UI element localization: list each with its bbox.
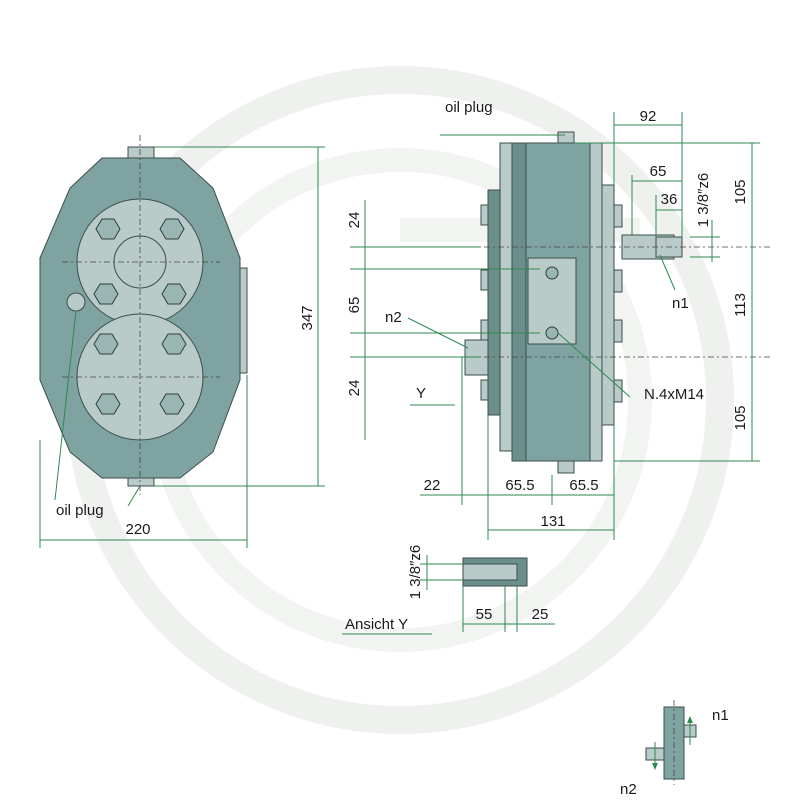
dim-105-top: 105 <box>732 179 749 204</box>
dim-65-top: 65 <box>650 163 667 180</box>
dim-24-top: 24 <box>346 212 363 229</box>
dim-347: 347 <box>299 305 316 330</box>
rotation-direction-icon <box>645 700 697 785</box>
dim-92: 92 <box>640 108 657 125</box>
oil-plug-marker <box>66 292 86 312</box>
dim-113: 113 <box>732 293 749 317</box>
label-thread: N.4xM14 <box>644 386 704 403</box>
shaft-spec-view: 1 3/8″z6 <box>407 545 424 600</box>
front-bolts <box>93 218 187 415</box>
shaft-spec-side: 1 3/8″z6 <box>695 173 712 228</box>
top-oil-plug <box>127 146 155 160</box>
front-dimensions <box>39 146 325 548</box>
oil-plug-label-top: oil plug <box>445 99 493 116</box>
side-flange <box>239 267 248 374</box>
icon-label-n2: n2 <box>620 781 637 798</box>
label-view-y: Y <box>416 385 426 402</box>
label-n2: n2 <box>385 309 402 326</box>
side-view <box>464 131 770 474</box>
dim-55: 55 <box>476 606 493 623</box>
label-n1: n1 <box>672 295 689 312</box>
dim-65-left: 65 <box>346 297 363 314</box>
dim-22: 22 <box>424 477 441 494</box>
dim-24-bottom: 24 <box>346 380 363 397</box>
dim-25: 25 <box>532 606 549 623</box>
dim-36: 36 <box>661 191 678 208</box>
front-view <box>39 135 248 495</box>
oil-plug-label-left: oil plug <box>56 502 104 519</box>
dim-105-bottom: 105 <box>732 405 749 430</box>
view-title-ansicht-y: Ansicht Y <box>345 616 408 633</box>
icon-label-n1: n1 <box>712 707 729 724</box>
dim-65-5-left: 65.5 <box>505 477 534 494</box>
dim-220: 220 <box>125 521 150 538</box>
dim-65-5-right: 65.5 <box>569 477 598 494</box>
dim-131: 131 <box>540 513 565 530</box>
side-dimensions <box>350 112 760 540</box>
side-top-oil-plug <box>557 131 575 145</box>
side-bottom-oil-plug <box>557 460 575 474</box>
view-y-detail <box>342 555 555 635</box>
